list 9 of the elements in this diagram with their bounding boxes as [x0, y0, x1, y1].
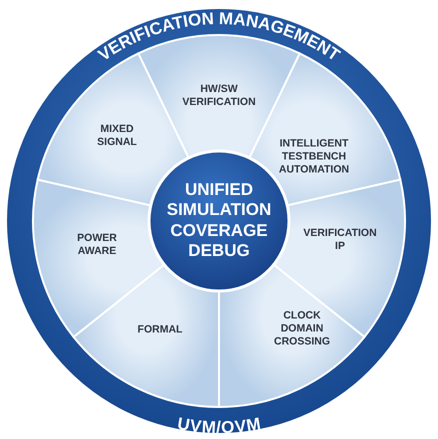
segment-label: CLOCK DOMAIN CROSSING [271, 309, 333, 349]
segment-label: INTELLIGENT TESTBENCH AUTOMATION [271, 137, 357, 177]
ring-label: UVM/OVM [176, 414, 262, 438]
segment-label: HW/SW VERIFICATION [174, 82, 264, 110]
segment-label: POWER AWARE [70, 232, 124, 258]
segment-label: FORMAL [125, 323, 195, 337]
segment-label: VERIFICATION IP [300, 226, 380, 254]
segment-label: MIXED SIGNAL [90, 122, 144, 150]
hub-label: UNIFIED SIMULATION COVERAGE DEBUG [154, 180, 284, 262]
